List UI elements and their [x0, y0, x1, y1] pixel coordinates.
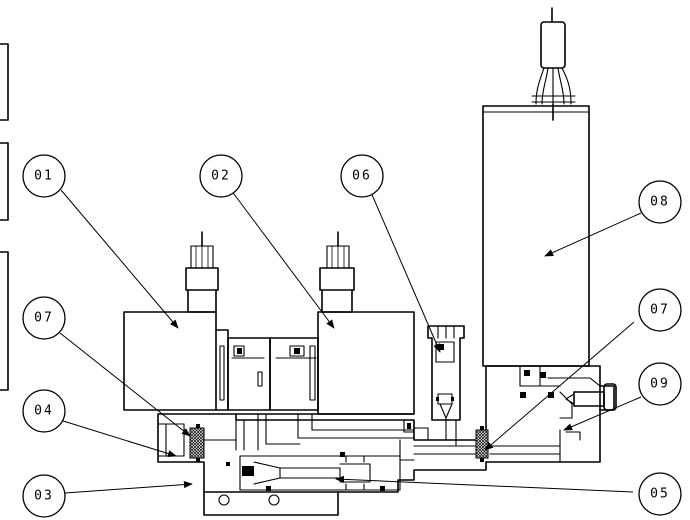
callout-08: 08: [638, 180, 682, 224]
sheet-border-fragments: [0, 43, 9, 391]
callout-04-label: 04: [34, 404, 54, 419]
manifold-block: [157, 365, 617, 516]
callout-03: 03: [22, 474, 66, 518]
check-valve-06: [427, 325, 465, 441]
callout-03-label: 03: [34, 489, 54, 504]
solenoid-valve-02: [269, 231, 415, 415]
leader-lines: [59, 189, 642, 494]
callout-08-label: 08: [650, 195, 670, 210]
callout-02: 02: [199, 154, 243, 198]
callout-07-left: 07: [22, 296, 66, 340]
callout-09-label: 09: [650, 377, 670, 392]
callout-04: 04: [22, 389, 66, 433]
callout-01-label: 01: [34, 169, 54, 184]
solenoid-valve-01: [123, 231, 271, 411]
callout-09: 09: [638, 362, 682, 406]
callout-02-label: 02: [211, 169, 231, 184]
callout-06: 06: [340, 154, 384, 198]
callout-05-label: 05: [650, 487, 670, 502]
callout-07-left-label: 07: [34, 311, 54, 326]
callout-07-right-label: 07: [650, 303, 670, 318]
callout-01: 01: [22, 154, 66, 198]
motor-actuator: [482, 7, 590, 367]
callout-07-right: 07: [638, 288, 682, 332]
callout-05: 05: [638, 472, 682, 516]
callout-06-label: 06: [352, 169, 372, 184]
